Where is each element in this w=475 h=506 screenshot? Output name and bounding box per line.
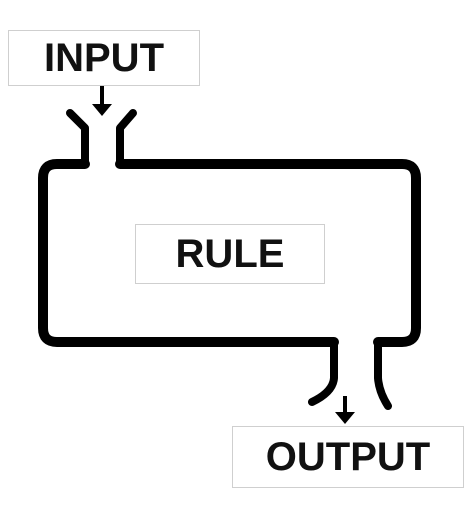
input-arrow-icon [92, 86, 112, 116]
rule-box-outline [38, 159, 421, 347]
rule-label: RULE [135, 224, 325, 284]
input-funnel-right-wall [116, 109, 137, 168]
output-funnel-left-wall [308, 338, 338, 406]
input-label: INPUT [8, 30, 200, 86]
output-label: OUTPUT [232, 426, 464, 488]
output-funnel-right-wall [374, 338, 392, 410]
input-funnel-left-wall [66, 109, 89, 168]
output-arrow-icon [335, 396, 355, 424]
